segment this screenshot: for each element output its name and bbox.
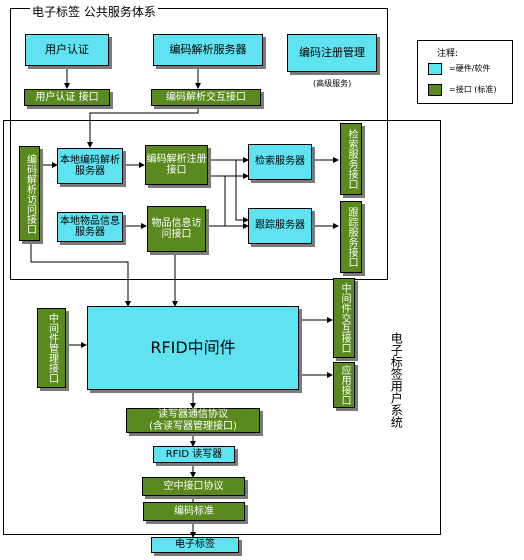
reader-protocol-box: 读写器通信协议 (含读写器管理接口)	[126, 408, 260, 433]
middleware-exchange-iface-text: 中间件交互接口	[339, 283, 350, 353]
user-system-title: 电子标签用户系统	[389, 332, 404, 428]
user-auth-iface-box: 用户认证 接口	[24, 89, 110, 106]
legend-frame	[417, 40, 513, 104]
track-iface-text: 跟踪服务接口	[346, 207, 357, 267]
high-level-service-note: (高级服务)	[313, 79, 352, 88]
register-mgmt-box: 编码注册管理	[287, 34, 377, 72]
decode-server-box: 编码解析服务器	[153, 34, 263, 66]
search-iface-box: 检索服务接口	[340, 123, 362, 195]
public-service-frame	[10, 8, 388, 280]
middleware-exchange-iface-box: 中间件交互接口	[333, 278, 355, 358]
search-server-box: 检索服务器	[248, 144, 312, 180]
legend-hw-swatch	[428, 63, 442, 75]
search-iface-text: 检索服务接口	[346, 129, 357, 189]
decode-access-iface-text: 编码解析访问接口	[24, 153, 36, 234]
decode-exchange-iface-box: 编码解析交互接口	[151, 89, 261, 106]
item-access-iface-box: 物品信息访问接口	[147, 206, 206, 252]
local-decode-server-box: 本地编码解析服务器	[57, 148, 123, 184]
user-system-frame	[3, 120, 441, 535]
app-iface-text: 应用接口	[339, 365, 350, 405]
track-iface-box: 跟踪服务接口	[340, 201, 362, 273]
air-iface-box: 空中接口协议	[142, 477, 245, 496]
legend-iface-label: =接口 (标准)	[449, 85, 497, 94]
legend-title: 注释:	[437, 49, 459, 59]
middleware-mgmt-iface-text: 中间件管理接口	[46, 313, 58, 383]
track-server-box: 跟踪服务器	[248, 208, 312, 244]
middleware-mgmt-iface-box: 中间件管理接口	[37, 308, 66, 388]
local-item-server-box: 本地物品信息服务器	[57, 212, 123, 242]
reader-protocol-line1: 读写器通信协议	[158, 409, 228, 420]
rfid-middleware-box: RFID中间件	[87, 306, 299, 390]
app-iface-box: 应用接口	[333, 362, 355, 408]
tag-box: 电子标签	[151, 537, 239, 553]
legend-hw-label: =硬件/软件	[449, 64, 491, 73]
public-service-title: 电子标签 公共服务体系	[30, 3, 158, 20]
decode-access-iface-box: 编码解析访问接口	[19, 146, 40, 241]
decode-register-iface-box: 编码解析注册接口	[145, 145, 208, 185]
reader-protocol-line2: (含读写器管理接口)	[149, 420, 237, 432]
rfid-reader-box: RFID 读写器	[153, 446, 235, 463]
user-auth-box: 用户认证	[25, 34, 109, 66]
legend-iface-swatch	[428, 84, 442, 96]
code-standard-box: 编码标准	[143, 502, 245, 521]
